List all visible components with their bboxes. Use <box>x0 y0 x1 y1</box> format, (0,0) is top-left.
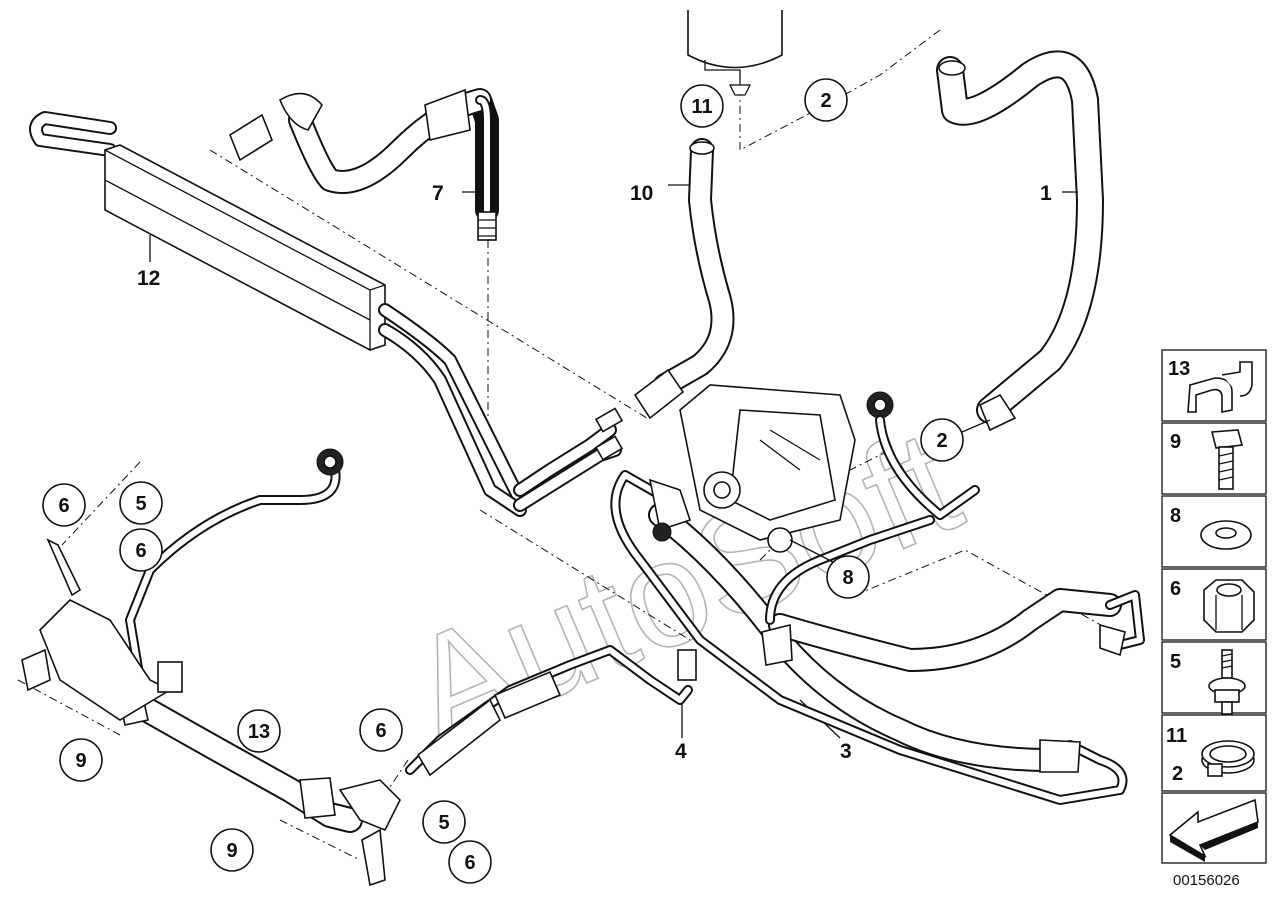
svg-text:11: 11 <box>1166 725 1187 747</box>
svg-text:11: 11 <box>691 96 712 118</box>
callout-2-right: 2 <box>920 418 991 462</box>
callout-9-bottom: 9 <box>210 828 254 872</box>
label-12: 12 <box>137 267 160 290</box>
callout-8: 8 <box>789 539 870 599</box>
label-10: 10 <box>630 182 653 205</box>
hose-part-10 <box>633 138 735 420</box>
callout-6-mid: 6 <box>359 708 403 752</box>
svg-text:8: 8 <box>842 567 853 589</box>
diagram-id: 00156026 <box>1173 872 1240 889</box>
callout-6-left-2: 6 <box>119 528 163 572</box>
legend-item-11-2: 11 2 <box>1166 725 1255 785</box>
callout-9-left: 9 <box>59 738 103 782</box>
svg-text:6: 6 <box>375 720 386 742</box>
washer-icon <box>1200 520 1252 550</box>
svg-text:6: 6 <box>135 540 146 562</box>
callout-5-left: 5 <box>119 481 163 525</box>
svg-text:5: 5 <box>1170 651 1181 673</box>
clamp-icon <box>1187 361 1253 413</box>
svg-text:13: 13 <box>248 721 270 743</box>
svg-text:9: 9 <box>1170 431 1181 453</box>
callout-2-top: 2 <box>804 78 848 122</box>
hose-part-1 <box>936 50 1104 432</box>
svg-text:2: 2 <box>1172 763 1183 785</box>
hose-clamp-icon <box>1201 740 1255 777</box>
svg-text:2: 2 <box>820 90 831 112</box>
hex-nut-icon <box>1203 579 1255 633</box>
reservoir <box>687 10 783 96</box>
label-7: 7 <box>432 182 444 205</box>
legend-item-6: 6 <box>1170 578 1255 633</box>
steering-pump <box>679 384 980 553</box>
svg-text:13: 13 <box>1168 358 1190 380</box>
callout-13: 13 <box>237 709 281 753</box>
legend-item-5: 5 <box>1170 649 1246 715</box>
label-3: 3 <box>840 740 852 763</box>
legend-item-arrow <box>1168 798 1259 862</box>
svg-text:8: 8 <box>1170 505 1181 527</box>
svg-text:2: 2 <box>936 430 947 452</box>
bolt-icon <box>1210 429 1244 490</box>
svg-text:6: 6 <box>1170 578 1181 600</box>
legend-item-8: 8 <box>1170 505 1252 550</box>
legend-item-9: 9 <box>1170 429 1244 490</box>
line-part-3 <box>610 470 1145 805</box>
svg-text:9: 9 <box>226 840 237 862</box>
svg-text:5: 5 <box>135 493 146 515</box>
label-4: 4 <box>675 740 687 763</box>
svg-text:6: 6 <box>58 495 69 517</box>
callout-5-mid: 5 <box>422 800 466 844</box>
callout-11: 11 <box>680 84 724 128</box>
plain-labels: 1 3 4 7 10 12 <box>137 182 1052 763</box>
svg-text:6: 6 <box>464 852 475 874</box>
hose-part-7 <box>229 88 499 241</box>
callout-6-left: 6 <box>42 483 86 527</box>
svg-text:5: 5 <box>438 812 449 834</box>
legend-panel: 13 9 8 6 <box>1161 349 1267 864</box>
stud-icon <box>1208 649 1246 715</box>
callout-6-bottom: 6 <box>448 840 492 884</box>
line-part-4 <box>21 448 697 887</box>
callouts: 11 2 2 8 6 5 6 9 <box>42 78 991 884</box>
cooler-part-12 <box>29 111 624 517</box>
direction-arrow-icon <box>1168 798 1259 862</box>
label-1: 1 <box>1040 182 1052 205</box>
legend-item-13: 13 <box>1168 358 1253 413</box>
svg-text:9: 9 <box>75 750 86 772</box>
